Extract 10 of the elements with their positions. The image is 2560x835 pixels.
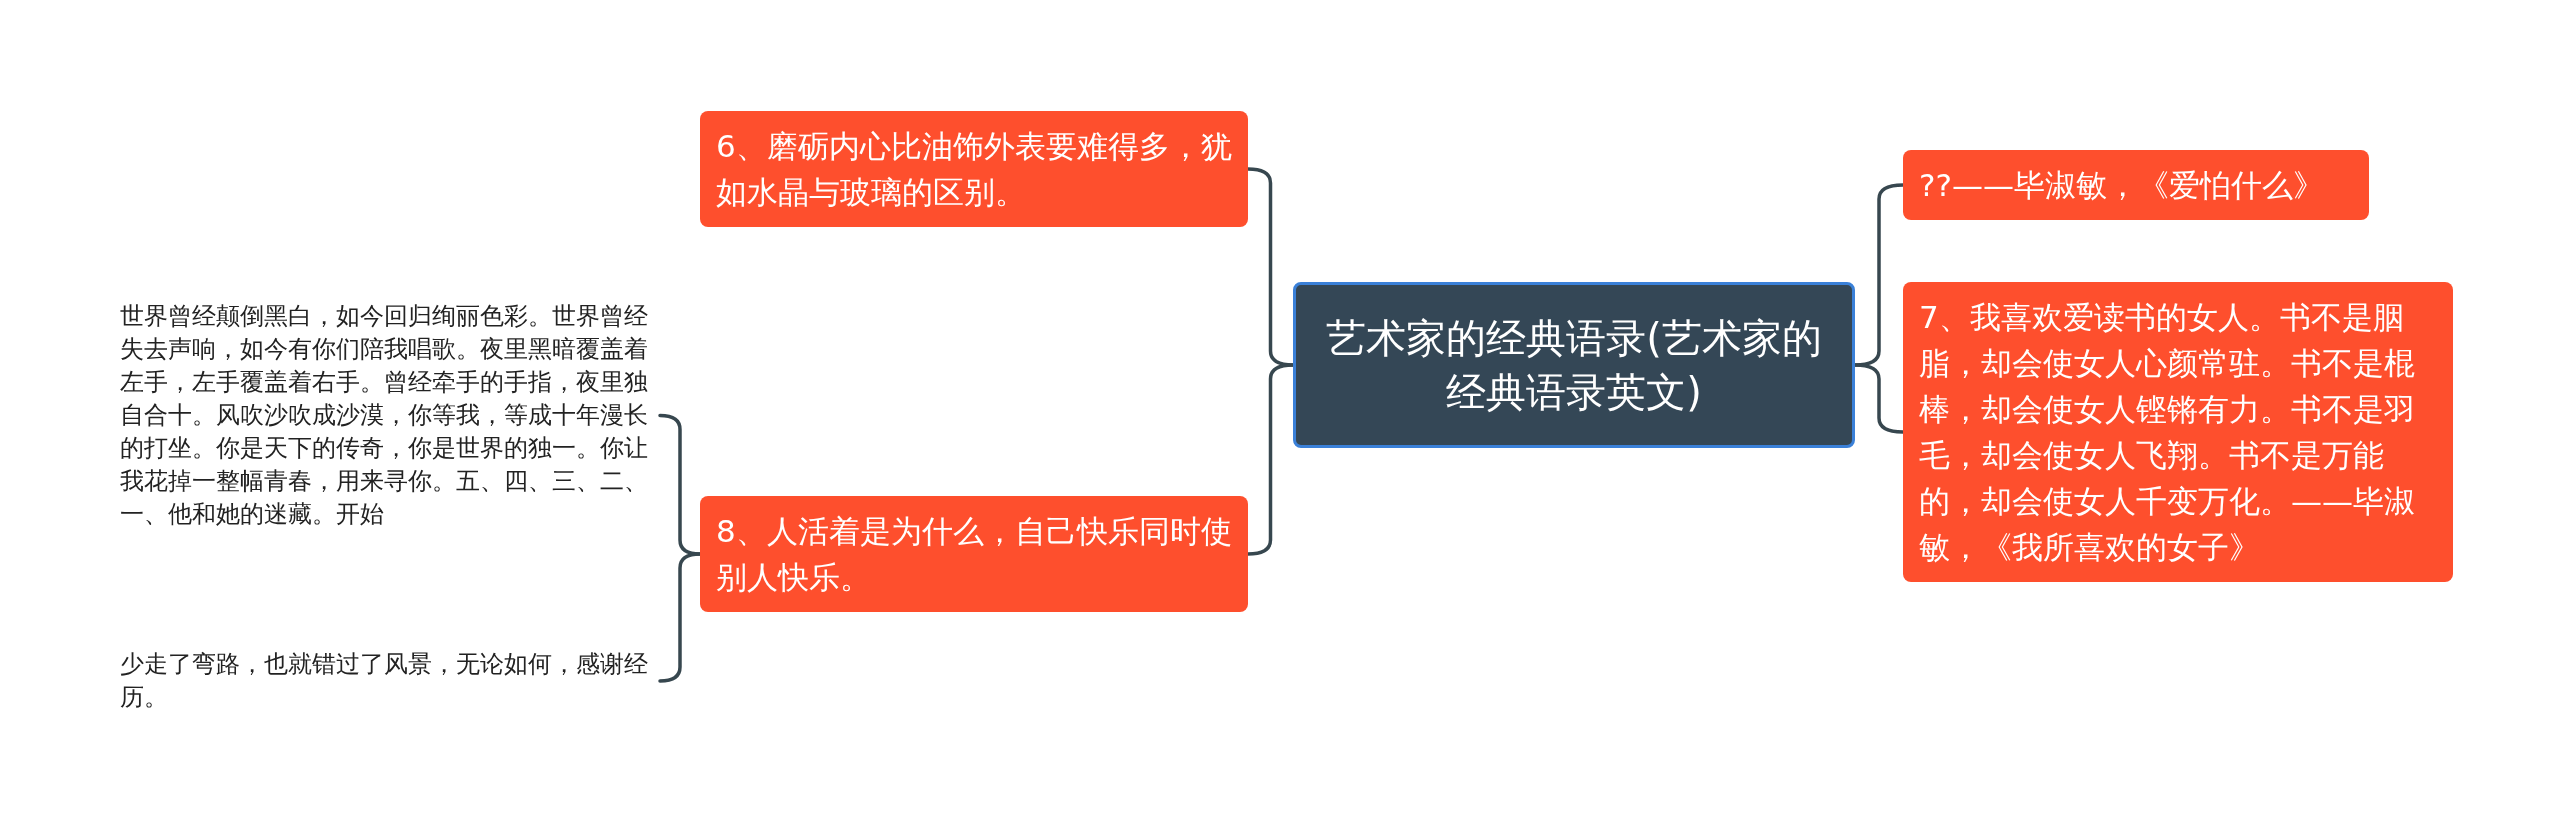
quote-text: 世界曾经颠倒黑白，如今回归绚丽色彩。世界曾经失去声响，如今有你们陪我唱歌。夜里黑暗覆盖着左手，左手覆盖着右手。曾经牵手的手指，夜里独自合十。风吹沙吹成沙漠，你等我，等成十年漫长的打坐。你是天下的传奇，你是世界的独一。你让我花掉一整幅青春，用来寻你。五、四、三、二、一、他和她的迷藏。开始 (120, 300, 660, 531)
quote-text: 少走了弯路，也就错过了风景，无论如何，感谢经历。 (120, 648, 660, 714)
topic-box: 6、磨砺内心比油饰外表要难得多，犹如水晶与玻璃的区别。 (700, 111, 1248, 227)
topic-box: ??——毕淑敏，《爱怕什么》 (1903, 150, 2369, 220)
central-topic-box: 艺术家的经典语录(艺术家的经典语录英文) (1293, 282, 1855, 448)
topic-box: 8、人活着是为什么，自己快乐同时使别人快乐。 (700, 496, 1248, 612)
topic-box: 7、我喜欢爱读书的女人。书不是胭脂，却会使女人心颜常驻。书不是棍棒，却会使女人铿锵有力。书不是羽毛，却会使女人飞翔。书不是万能的，却会使女人千变万化。——毕淑敏，《我所喜欢的女子》 (1903, 282, 2453, 582)
brace-connector (658, 552, 702, 683)
brace-connector (1853, 363, 1905, 434)
brace-connector (1246, 363, 1295, 556)
